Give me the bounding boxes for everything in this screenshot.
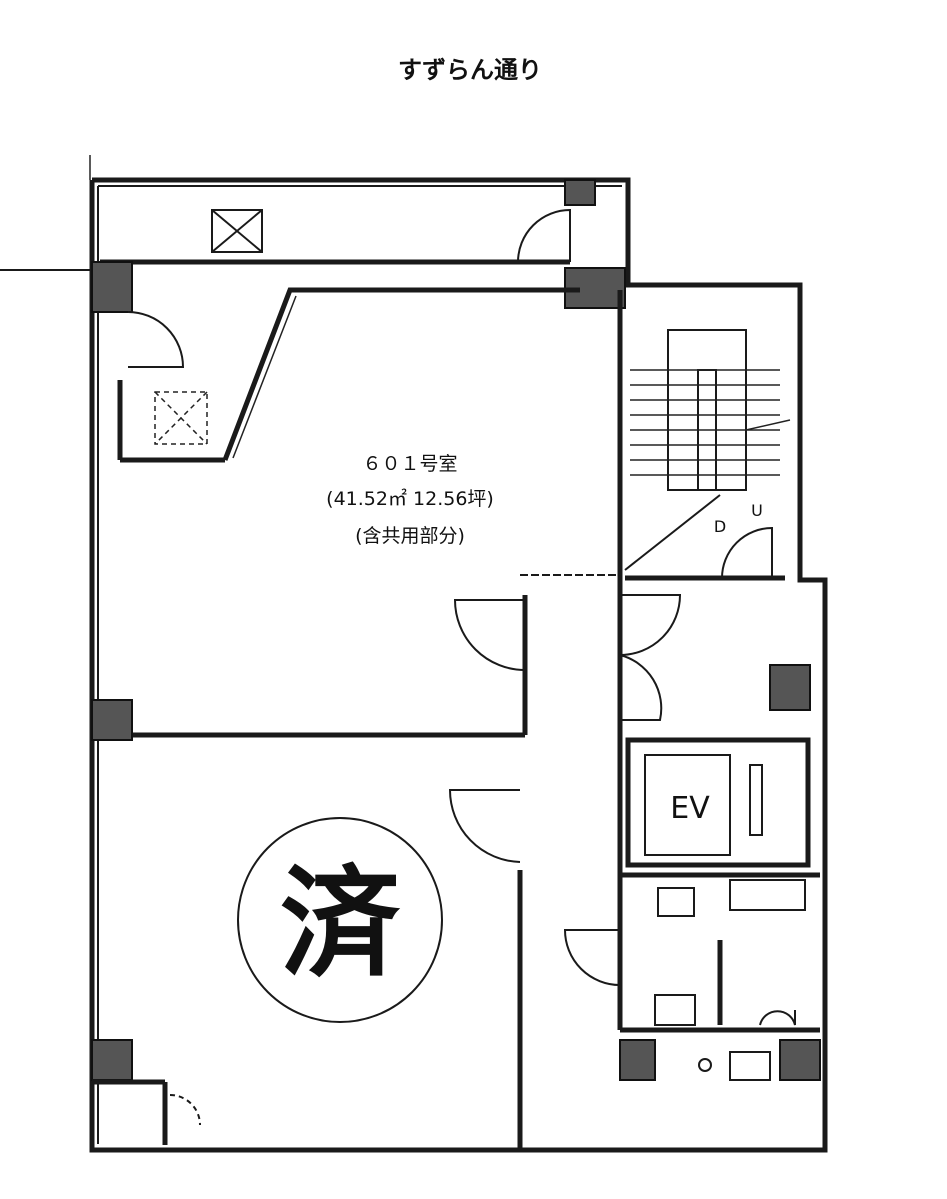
top-balcony: [100, 179, 626, 309]
room-note: (含共用部分): [355, 525, 465, 547]
outer-walls: [89, 177, 828, 1153]
elevator-label: EV: [670, 791, 710, 826]
completed-stamp: 済: [237, 817, 443, 1023]
room-name: ６０１号室: [362, 453, 457, 475]
lower-left-corner: [91, 1039, 201, 1145]
diagonal-wall: [222, 287, 580, 461]
room-doors: [448, 594, 682, 863]
stamp-text: 済: [280, 855, 401, 994]
elevator: EV: [625, 664, 811, 868]
room-area: (41.52㎡ 12.56坪): [326, 487, 494, 510]
room-partition: [91, 699, 525, 741]
stair-down-label: D: [714, 517, 726, 536]
stair-up-label: U: [751, 501, 763, 520]
street-label: すずらん通り: [398, 56, 542, 84]
stairwell: D U: [624, 329, 791, 581]
upper-left-shaft-room: [91, 261, 225, 463]
room-label: ６０１号室 (41.52㎡ 12.56坪) (含共用部分): [326, 453, 494, 547]
corridor-walls: [517, 290, 623, 1150]
restroom-area: [563, 872, 821, 1081]
